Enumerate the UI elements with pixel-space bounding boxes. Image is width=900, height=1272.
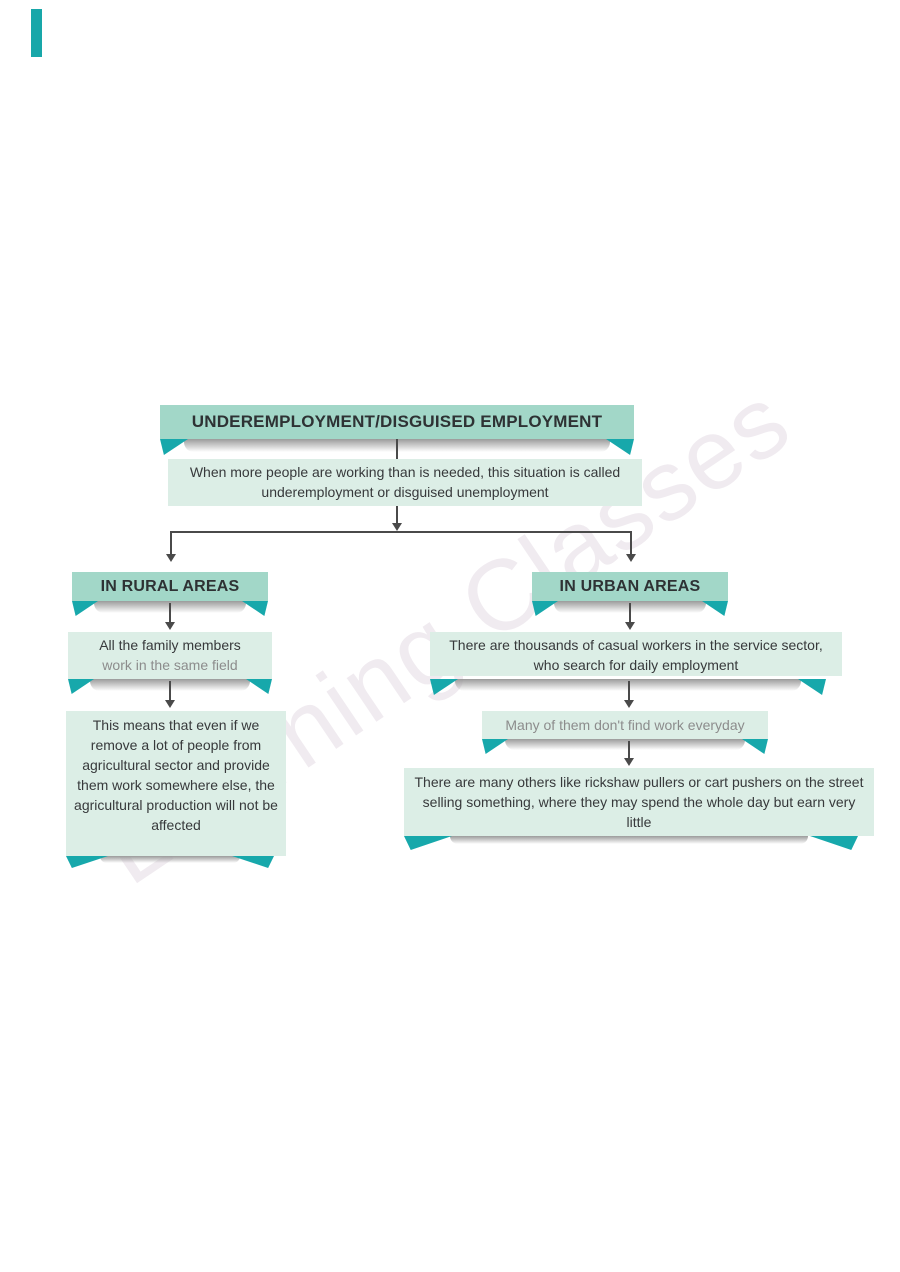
connector-urban-2-line xyxy=(628,681,630,701)
title-fold-triangle-left xyxy=(160,439,188,455)
connector-rural-2-arrowhead xyxy=(165,700,175,708)
rural-box-2-fold-triangle-right xyxy=(232,856,274,868)
urban-box-1: There are thousands of casual workers in… xyxy=(430,632,842,676)
subtitle-box: When more people are working than is nee… xyxy=(168,459,642,506)
urban-box-3: There are many others like rickshaw pull… xyxy=(404,768,874,836)
connector-rural-1-arrowhead xyxy=(165,622,175,630)
connector-rural-2-line xyxy=(169,681,171,701)
rural-box-1-line-1: All the family members xyxy=(99,637,241,653)
connector-rural-1-line xyxy=(169,603,171,623)
connector-urban-1-line xyxy=(629,603,631,623)
urban-header-box: IN URBAN AREAS xyxy=(532,572,728,601)
rural-header-box: IN RURAL AREAS xyxy=(72,572,268,601)
urban-box-3-fold-shadow xyxy=(450,836,808,844)
rural-header-fold-triangle-left xyxy=(72,601,98,616)
connector-title-subtitle xyxy=(396,439,398,459)
connector-subtitle-split-line xyxy=(396,506,398,524)
urban-box-3-fold-triangle-left xyxy=(404,836,452,850)
connector-rural-branch-line xyxy=(170,531,172,555)
connector-branch-horizontal xyxy=(170,531,632,533)
connector-urban-branch-arrowhead xyxy=(626,554,636,562)
connector-urban-3-arrowhead xyxy=(624,758,634,766)
connector-rural-branch-arrowhead xyxy=(166,554,176,562)
corner-accent-bar xyxy=(31,9,42,57)
rural-box-2-fold-shadow xyxy=(100,856,240,863)
urban-box-2-fold-triangle-right xyxy=(742,739,768,754)
connector-subtitle-split-arrowhead xyxy=(392,523,402,531)
rural-box-1-fold-triangle-left xyxy=(68,679,94,694)
rural-header-fold-triangle-right xyxy=(242,601,268,616)
rural-box-2: This means that even if we remove a lot … xyxy=(66,711,286,856)
urban-box-1-fold-triangle-right xyxy=(798,679,826,695)
connector-urban-3-line xyxy=(628,741,630,759)
rural-box-1-line-2: work in the same field xyxy=(102,657,238,673)
urban-header-fold-triangle-right xyxy=(702,601,728,616)
title-box: UNDEREMPLOYMENT/DISGUISED EMPLOYMENT xyxy=(160,405,634,439)
connector-urban-branch-line xyxy=(630,531,632,555)
rural-box-1: All the family members work in the same … xyxy=(68,632,272,679)
rural-box-2-fold-triangle-left xyxy=(66,856,108,868)
urban-box-2-fold-shadow xyxy=(505,739,745,750)
connector-urban-1-arrowhead xyxy=(625,622,635,630)
urban-box-3-fold-triangle-right xyxy=(810,836,858,850)
connector-urban-2-arrowhead xyxy=(624,700,634,708)
urban-box-2: Many of them don't find work everyday xyxy=(482,711,768,739)
urban-box-2-fold-triangle-left xyxy=(482,739,508,754)
